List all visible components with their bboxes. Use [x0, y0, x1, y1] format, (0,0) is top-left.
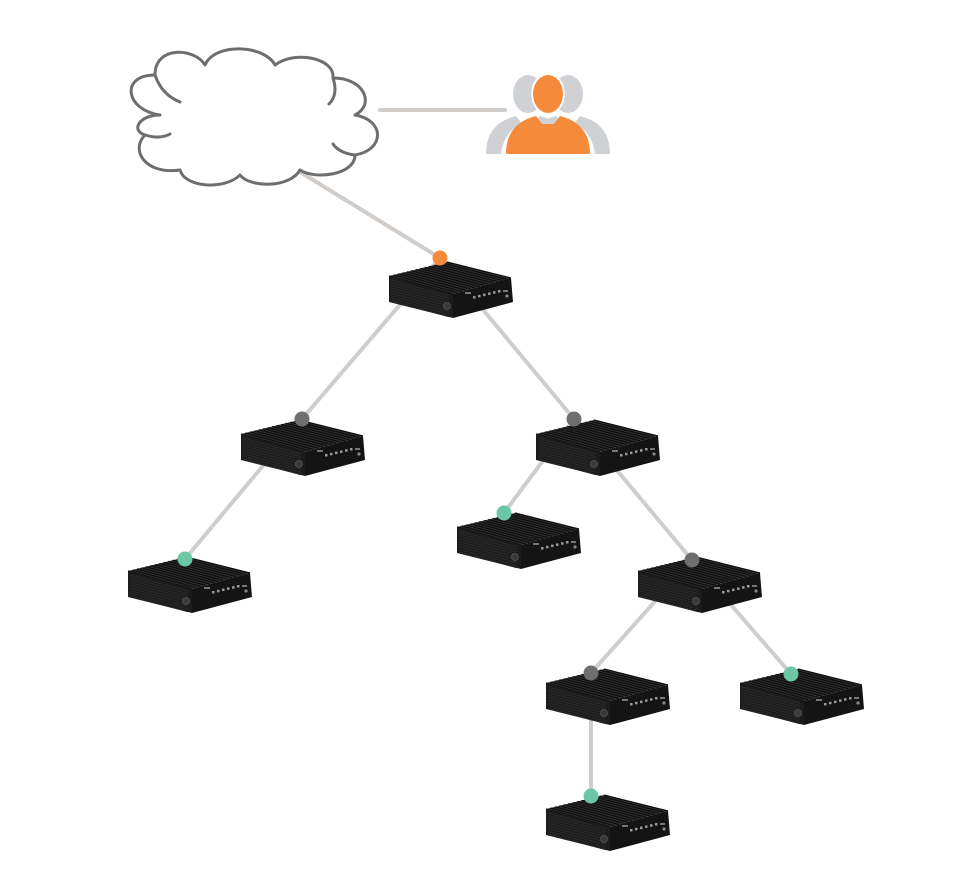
cloud-icon	[129, 47, 379, 187]
users-icon	[486, 72, 610, 159]
gateway-device-icon	[388, 261, 513, 318]
status-dot-leaf	[783, 666, 799, 682]
status-dot-relay	[566, 411, 582, 427]
dots-layer	[177, 250, 799, 804]
gateway-device-icon	[240, 419, 365, 476]
status-dot-leaf	[583, 788, 599, 804]
gateway-device-icon	[545, 668, 670, 725]
status-dot-relay	[294, 411, 310, 427]
gateway-device-icon	[545, 794, 670, 851]
status-dot-relay	[583, 665, 599, 681]
gateway-device-icon	[456, 512, 581, 569]
status-dot-leaf	[496, 505, 512, 521]
gateway-device-icon	[127, 556, 252, 613]
gateway-device-icon	[637, 556, 762, 613]
status-dot-leaf	[177, 551, 193, 567]
status-dot-relay	[684, 552, 700, 568]
gateway-device-icon	[535, 419, 660, 476]
nodes-layer	[127, 47, 864, 851]
gateway-device-icon	[739, 668, 864, 725]
status-dot-root	[432, 250, 448, 266]
link-cloud-gateway	[298, 170, 442, 260]
